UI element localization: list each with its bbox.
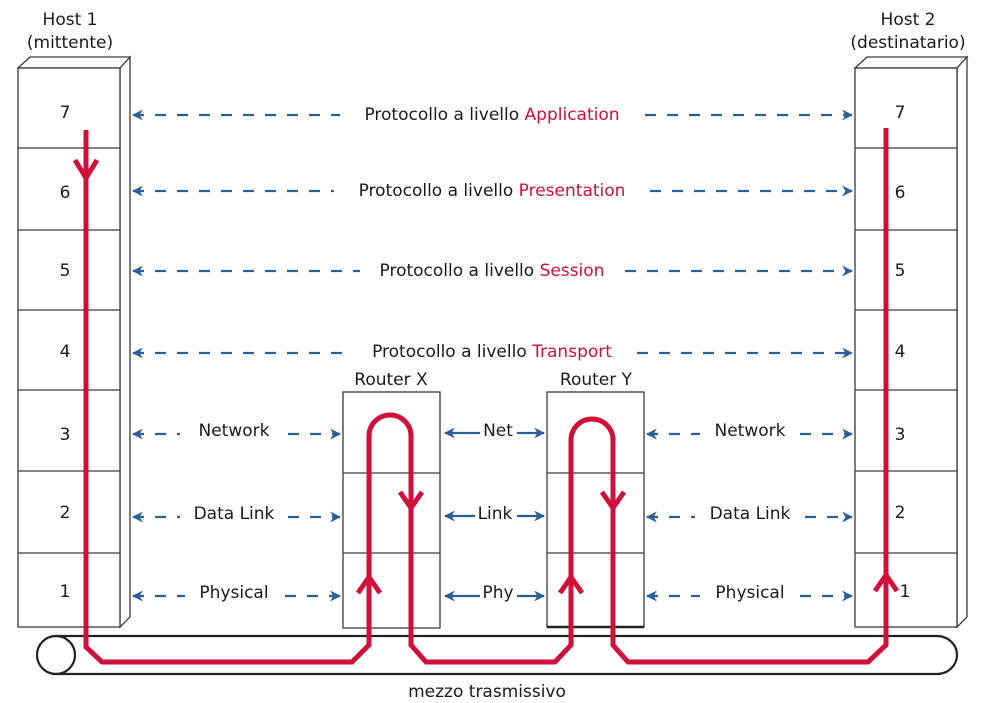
- routery-host2-links: Network Data Link Physical: [645, 421, 854, 603]
- host-2-subtitle: (destinatario): [850, 33, 965, 53]
- layer-number: 5: [60, 261, 71, 281]
- host-1-subtitle: (mittente): [27, 33, 113, 53]
- svg-text:Protocollo a livello Applicati: Protocollo a livello Application: [364, 105, 619, 125]
- lower-layer-label: Physical: [199, 583, 268, 603]
- layer-number: 3: [60, 425, 71, 445]
- lower-layer-label: Network: [199, 421, 270, 441]
- data-path: [72, 128, 900, 665]
- protocol-transport: Protocollo a livello Transport: [131, 342, 854, 362]
- layer-number: 4: [60, 342, 71, 362]
- protocol-name: Transport: [531, 342, 612, 362]
- protocol-prefix: Protocollo a livello: [372, 342, 532, 362]
- host-1-stack: [16, 55, 132, 629]
- protocol-name: Application: [525, 105, 620, 125]
- layer-number: 2: [60, 503, 71, 523]
- layer-number: 1: [60, 582, 71, 602]
- layer-number: 2: [895, 503, 906, 523]
- host-2-layer-numbers: 7 6 5 4 3 2 1: [895, 103, 911, 602]
- layer-number: 4: [895, 342, 906, 362]
- svg-text:Protocollo a livello Session: Protocollo a livello Session: [380, 261, 605, 281]
- host-2-stack: [853, 55, 969, 629]
- host-2-title: Host 2: [881, 10, 936, 30]
- router-link-label: Phy: [482, 583, 513, 603]
- protocol-presentation: Protocollo a livello Presentation: [131, 181, 854, 201]
- svg-text:Protocollo a livello Transport: Protocollo a livello Transport: [372, 342, 612, 362]
- protocol-session: Protocollo a livello Session: [131, 261, 854, 281]
- protocol-prefix: Protocollo a livello: [364, 105, 524, 125]
- protocol-prefix: Protocollo a livello: [380, 261, 540, 281]
- protocol-name: Presentation: [519, 181, 626, 201]
- host-1-title: Host 1: [43, 10, 98, 30]
- lower-layer-label: Physical: [715, 583, 784, 603]
- layer-number: 5: [895, 261, 906, 281]
- router-to-router-links: Net Link Phy: [443, 421, 546, 603]
- router-x-title: Router X: [354, 370, 428, 390]
- layer-number: 7: [60, 103, 71, 123]
- down-arrow-icon: [599, 490, 627, 513]
- up-arrow-icon: [355, 572, 383, 595]
- down-arrow-icon: [72, 158, 100, 183]
- router-link-label: Link: [478, 504, 513, 524]
- medium-label: mezzo trasmissivo: [408, 682, 566, 702]
- protocol-prefix: Protocollo a livello: [359, 181, 519, 201]
- lower-layer-label: Data Link: [194, 504, 275, 524]
- host1-routerx-links: Network Data Link Physical: [131, 421, 342, 603]
- up-arrow-icon: [557, 572, 585, 595]
- router-link-label: Net: [483, 421, 513, 441]
- layer-number: 1: [900, 582, 911, 602]
- transmission-medium: [35, 634, 959, 676]
- host-1-layer-numbers: 7 6 5 4 3 2 1: [60, 103, 71, 602]
- svg-text:Protocollo a livello Presentat: Protocollo a livello Presentation: [359, 181, 626, 201]
- up-arrow-icon: [872, 570, 900, 593]
- protocol-name: Session: [540, 261, 605, 281]
- layer-number: 3: [895, 425, 906, 445]
- down-arrow-icon: [397, 490, 425, 513]
- layer-number: 7: [895, 103, 906, 123]
- layer-number: 6: [60, 183, 71, 203]
- layer-number: 6: [895, 183, 906, 203]
- lower-layer-label: Data Link: [710, 504, 791, 524]
- protocol-application: Protocollo a livello Application: [131, 105, 854, 125]
- lower-layer-label: Network: [715, 421, 786, 441]
- router-y-title: Router Y: [560, 370, 633, 390]
